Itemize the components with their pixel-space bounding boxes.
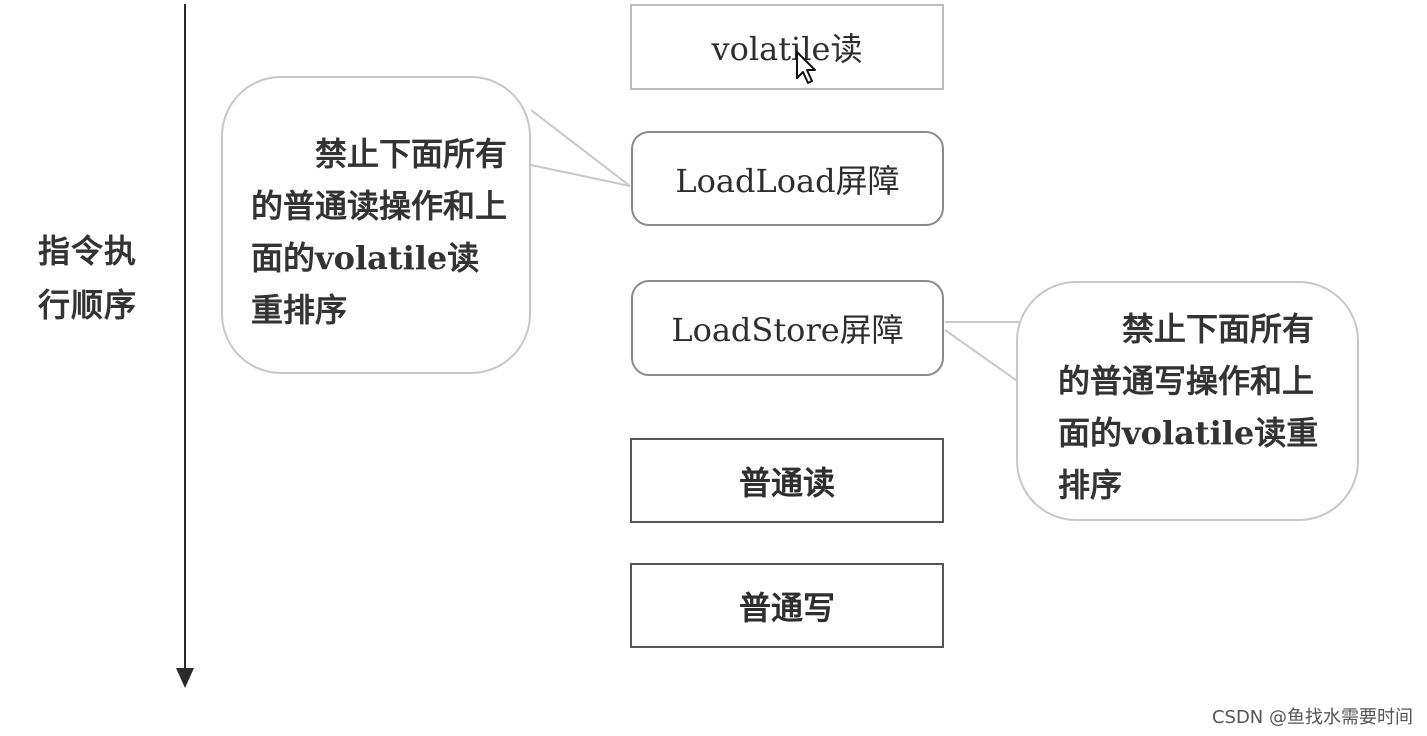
normal-read-box: 普通读 [630,438,944,523]
normal-write-box: 普通写 [630,563,944,648]
left-callout-pointer [530,109,631,187]
loadstore-barrier-label: LoadStore屏障 [671,311,904,349]
execution-order-axis [184,4,186,674]
left-callout: 禁止下面所有的普通读操作和上面的volatile读重排序 [221,76,531,374]
loadload-barrier-label: LoadLoad屏障 [675,161,900,200]
normal-read-label: 普通读 [738,463,835,502]
volatile-read-label: volatile读 [711,30,863,68]
loadload-barrier-box: LoadLoad屏障 [631,131,944,226]
loadstore-barrier-box: LoadStore屏障 [631,280,944,376]
right-callout-text: 禁止下面所有的普通写操作和上面的volatile读重排序 [1058,310,1319,504]
volatile-read-box: volatile读 [630,4,944,90]
normal-write-label: 普通写 [738,588,835,627]
right-callout: 禁止下面所有的普通写操作和上面的volatile读重排序 [1016,281,1359,521]
axis-label: 指令执行顺序 [38,232,138,324]
watermark: CSDN @鱼找水需要时间 [1211,707,1413,728]
left-callout-text: 禁止下面所有的普通读操作和上面的volatile读重排序 [251,135,508,329]
mouse-pointer-icon [796,51,816,84]
arrow-down-icon [176,668,194,688]
